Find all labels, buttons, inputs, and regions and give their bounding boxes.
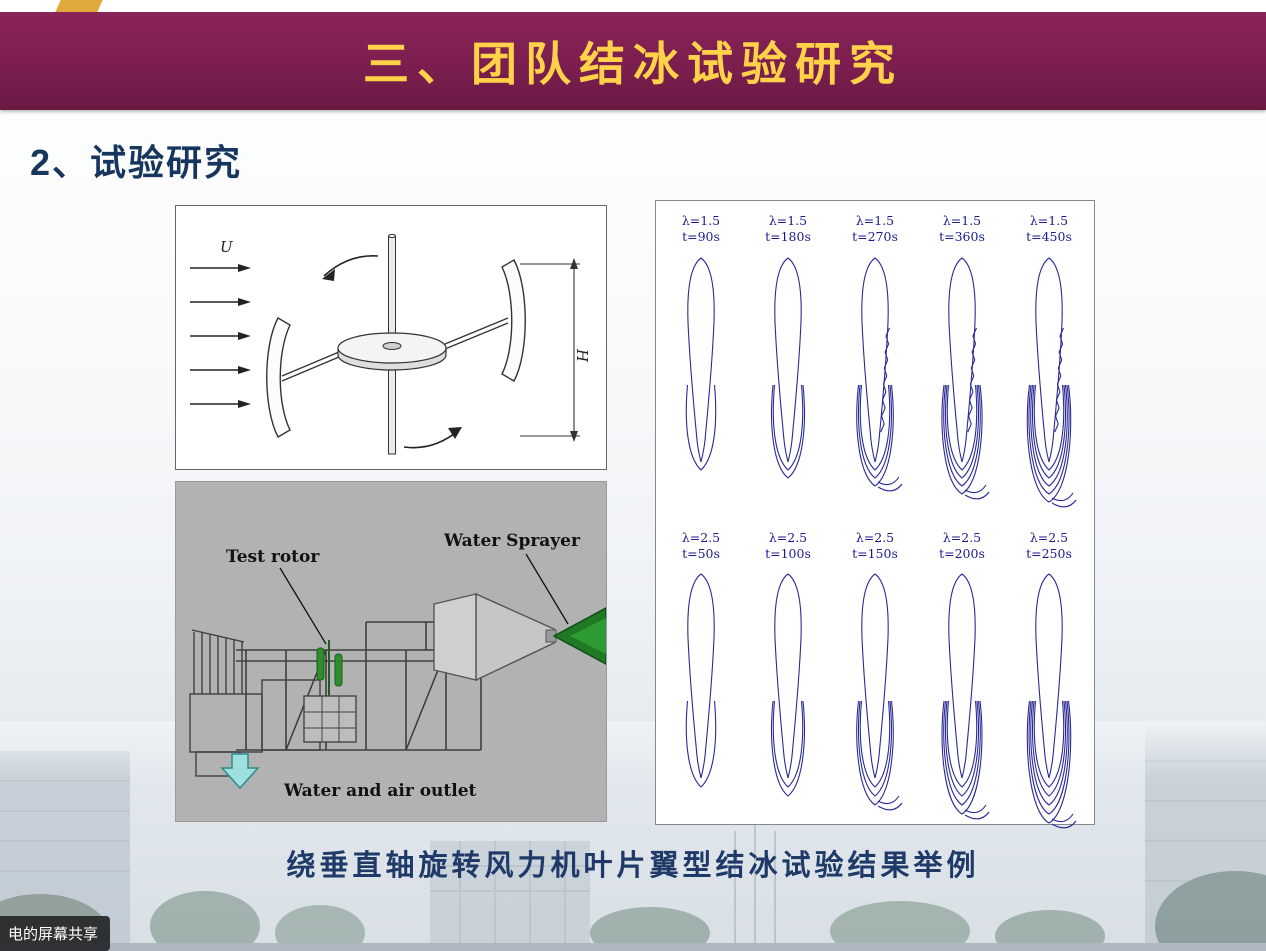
template-corner-ornament [55, 0, 103, 12]
tip-speed-ratio-label: λ=1.5 [855, 213, 895, 228]
section-heading: 2、试验研究 [30, 142, 243, 183]
tip-speed-ratio-label: λ=1.5 [681, 213, 721, 228]
icing-time-label: t=100s [765, 545, 811, 561]
icing-time-label: t=250s [1026, 545, 1072, 561]
iced-airfoil-shape [771, 256, 805, 479]
icing-time-label: t=50s [682, 545, 720, 561]
wind-arrowheads [238, 264, 251, 408]
rotation-arrow-top [323, 255, 379, 277]
outlet-label: Water and air outlet [283, 781, 477, 801]
figure-caption: 绕垂直轴旋转风力机叶片翼型结冰试验结果举例 [286, 848, 980, 882]
vawt-diagram: U [190, 233, 591, 455]
shaft-top [388, 233, 396, 239]
icing-time-label: t=450s [1026, 229, 1072, 245]
right-blade [501, 259, 526, 382]
iced-airfoil-shape [1026, 256, 1077, 507]
title-banner: 三、团队结冰试验研究 [0, 12, 1266, 110]
icing-time-label: t=360s [939, 229, 985, 245]
icing-time-label: t=90s [682, 229, 720, 245]
iced-airfoil-shape [685, 256, 717, 471]
icing-time-label: t=150s [852, 545, 898, 561]
screen-share-badge[interactable]: 电的屏幕共享 [0, 916, 111, 951]
rotation-arrowhead-bottom [448, 427, 462, 439]
icing-time-label: t=270s [852, 229, 898, 245]
wind-speed-label: U [220, 238, 234, 256]
dim-arrow-bottom [570, 431, 578, 442]
height-label: H [573, 348, 591, 363]
iced-airfoil-shape [771, 573, 805, 797]
height-dimension [520, 263, 580, 437]
sprayer-leader [525, 553, 569, 625]
iced-airfoil-shape [856, 573, 903, 811]
rotor-struts [281, 317, 509, 382]
test-rig-figure: Test rotor Water Sprayer Water and air o… [175, 481, 607, 822]
outlet-arrow [220, 753, 260, 790]
test-rotor-label: Test rotor [226, 547, 320, 567]
tip-speed-ratio-label: λ=2.5 [681, 529, 721, 545]
tip-speed-ratio-label: λ=2.5 [768, 529, 808, 545]
icing-time-label: t=180s [765, 229, 811, 245]
tip-speed-ratio-label: λ=1.5 [768, 213, 808, 228]
iced-airfoil-shape [941, 256, 990, 499]
rotation-arrowhead-top [322, 269, 335, 281]
tip-speed-ratio-label: λ=1.5 [1029, 213, 1069, 228]
tip-speed-ratio-label: λ=1.5 [942, 213, 982, 228]
left-platform [189, 629, 321, 777]
water-sprayer-label: Water Sprayer [443, 531, 581, 551]
rotation-arrow-bottom [403, 429, 460, 449]
iced-airfoil-shape [685, 573, 717, 788]
left-blade [266, 317, 291, 438]
iced-airfoil-shape [941, 573, 990, 820]
test-rotor-model [303, 640, 357, 743]
rotor-hub [382, 342, 402, 350]
duct-section [433, 593, 477, 681]
icing-time-label: t=200s [939, 545, 985, 561]
tip-speed-ratio-label: λ=2.5 [1029, 529, 1069, 545]
wind-arrows [190, 267, 238, 405]
water-sprayer-cone-inner [570, 618, 606, 654]
vawt-schematic-figure: U [175, 205, 607, 470]
test-rig-illustration: Test rotor Water Sprayer Water and air o… [176, 482, 607, 821]
test-rotor-leader [279, 567, 327, 645]
tip-speed-ratio-label: λ=2.5 [855, 529, 895, 545]
slide-title: 三、团队结冰试验研究 [363, 38, 903, 90]
iced-airfoil-shape [1026, 573, 1077, 829]
dim-arrow-top [570, 258, 578, 269]
iced-airfoil-shape [856, 256, 903, 491]
tip-speed-ratio-label: λ=2.5 [942, 529, 982, 545]
